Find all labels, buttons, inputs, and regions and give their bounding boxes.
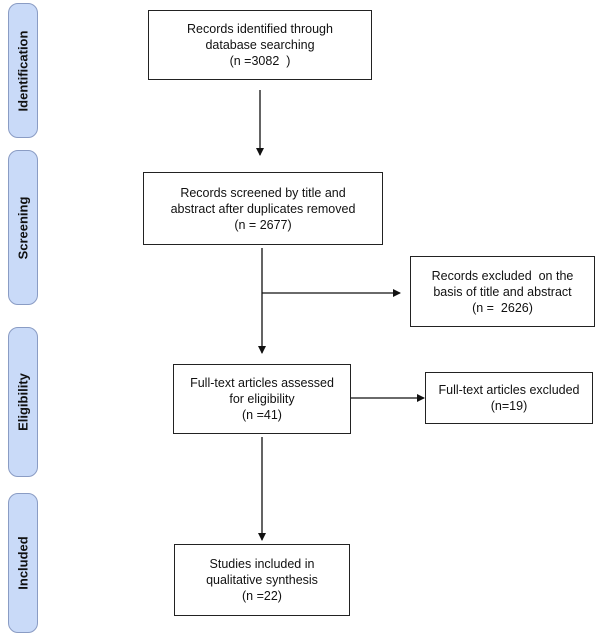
phase-included: Included: [8, 493, 38, 633]
box-fulltext-assessed-line2: for eligibility: [229, 392, 295, 406]
box-records-screened-line1: Records screened by title and: [180, 185, 346, 200]
box-fulltext-excluded-line2: (n=19): [490, 399, 528, 413]
box-records-excluded-title: Records excluded on the basis of title a…: [410, 256, 595, 327]
box-records-screened: Records screened by title and abstract a…: [143, 172, 383, 245]
box-fulltext-excluded-line1: Full-text articles excluded: [438, 383, 580, 397]
box-fulltext-assessed-line3: (n =41): [242, 408, 282, 422]
box-records-identified-line3: (n =3082 ): [229, 54, 291, 68]
box-studies-included-line2: qualitative synthesis: [206, 573, 318, 587]
box-studies-included-line1: Studies included in: [209, 557, 315, 571]
box-records-excluded-title-line3: (n = 2626): [472, 300, 533, 315]
box-fulltext-assessed-line1: Full-text articles assessed: [190, 376, 334, 390]
box-records-excluded-title-line1: Records excluded on the: [431, 268, 574, 283]
box-fulltext-assessed: Full-text articles assessed for eligibil…: [173, 364, 351, 434]
box-studies-included-line3: (n =22): [242, 589, 282, 603]
box-records-screened-line3: (n = 2677): [234, 217, 292, 232]
box-records-excluded-title-line2: basis of title and abstract: [433, 284, 572, 299]
box-records-identified: Records identified through database sear…: [148, 10, 372, 80]
phase-screening: Screening: [8, 150, 38, 305]
box-records-identified-line2: database searching: [205, 38, 315, 52]
box-records-screened-line2: abstract after duplicates removed: [170, 201, 356, 216]
phase-identification: Identification: [8, 3, 38, 138]
box-fulltext-excluded: Full-text articles excluded (n=19): [425, 372, 593, 424]
box-records-identified-line1: Records identified through: [187, 22, 333, 36]
phase-eligibility: Eligibility: [8, 327, 38, 477]
box-studies-included: Studies included in qualitative synthesi…: [174, 544, 350, 616]
